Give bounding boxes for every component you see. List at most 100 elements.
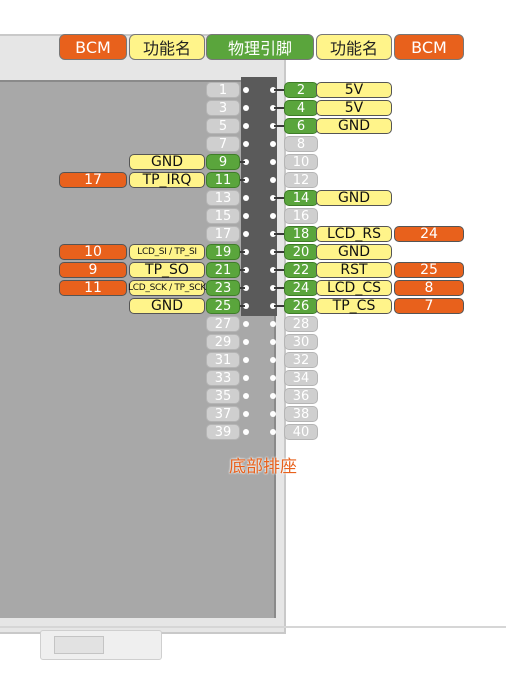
bcm-label-pin-26: 7 xyxy=(394,298,464,314)
bcm-label-pin-11: 17 xyxy=(59,172,127,188)
function-label-pin-26: TP_CS xyxy=(316,298,392,314)
pin-30-contact xyxy=(270,339,276,345)
pin-4-lead xyxy=(274,107,284,109)
header-function-right: 功能名 xyxy=(316,34,392,60)
pin-6: 6 xyxy=(284,118,318,134)
pin-32-contact xyxy=(270,357,276,363)
pin-28-contact xyxy=(270,321,276,327)
pin-16-contact xyxy=(270,213,276,219)
pin-17-contact xyxy=(243,231,249,237)
pin-36-contact xyxy=(270,393,276,399)
pin-2: 2 xyxy=(284,82,318,98)
pin-20-contact xyxy=(270,249,276,255)
function-label-pin-18: LCD_RS xyxy=(316,226,392,242)
function-label-pin-9: GND xyxy=(129,154,205,170)
pin-23: 23 xyxy=(206,280,240,296)
pin-15: 15 xyxy=(206,208,240,224)
pin-36: 36 xyxy=(284,388,318,404)
pin-12: 12 xyxy=(284,172,318,188)
pin-14: 14 xyxy=(284,190,318,206)
pin-8-contact xyxy=(270,141,276,147)
pin-11-contact xyxy=(243,177,249,183)
function-label-pin-22: RST xyxy=(316,262,392,278)
pin-35-contact xyxy=(243,393,249,399)
pin-25-lead xyxy=(240,305,245,307)
bcm-label-pin-22: 25 xyxy=(394,262,464,278)
function-label-pin-20: GND xyxy=(316,244,392,260)
pin-20: 20 xyxy=(284,244,318,260)
pin-11: 11 xyxy=(206,172,240,188)
pin-13-contact xyxy=(243,195,249,201)
pin-7: 7 xyxy=(206,136,240,152)
pin-26-contact xyxy=(270,303,276,309)
pin-29-contact xyxy=(243,339,249,345)
pin-21-lead xyxy=(240,269,245,271)
bcm-label-pin-23: 11 xyxy=(59,280,127,296)
bcm-label-pin-21: 9 xyxy=(59,262,127,278)
pin-6-lead xyxy=(274,125,284,127)
pin-26-lead xyxy=(274,305,284,307)
pin-28: 28 xyxy=(284,316,318,332)
pin-18-lead xyxy=(274,233,284,235)
pin-12-contact xyxy=(270,177,276,183)
pin-38-contact xyxy=(270,411,276,417)
pin-16: 16 xyxy=(284,208,318,224)
function-label-pin-19: LCD_SI / TP_SI xyxy=(129,244,205,260)
pin-37-contact xyxy=(243,411,249,417)
pin-40: 40 xyxy=(284,424,318,440)
function-label-pin-25: GND xyxy=(129,298,205,314)
pin-22-contact xyxy=(270,267,276,273)
pin-40-contact xyxy=(270,429,276,435)
pin-10-contact xyxy=(270,159,276,165)
pin-26: 26 xyxy=(284,298,318,314)
pin-35: 35 xyxy=(206,388,240,404)
bcm-label-pin-24: 8 xyxy=(394,280,464,296)
pin-7-contact xyxy=(243,141,249,147)
pin-21: 21 xyxy=(206,262,240,278)
pin-33: 33 xyxy=(206,370,240,386)
pin-25-contact xyxy=(243,303,249,309)
board-bottom-edge xyxy=(0,626,506,628)
pin-1-contact xyxy=(243,87,249,93)
header-function-left: 功能名 xyxy=(129,34,205,60)
header-physical-pin: 物理引脚 xyxy=(206,34,314,60)
pin-2-lead xyxy=(274,89,284,91)
header-bcm-left: BCM xyxy=(59,34,127,60)
function-label-pin-14: GND xyxy=(316,190,392,206)
pin-18: 18 xyxy=(284,226,318,242)
pin-1: 1 xyxy=(206,82,240,98)
pin-22-lead xyxy=(274,269,284,271)
pin-9-contact xyxy=(243,159,249,165)
pin-6-contact xyxy=(270,123,276,129)
pin-38: 38 xyxy=(284,406,318,422)
pin-31-contact xyxy=(243,357,249,363)
pin-19-contact xyxy=(243,249,249,255)
pin-13: 13 xyxy=(206,190,240,206)
pin-10: 10 xyxy=(284,154,318,170)
bcm-label-pin-18: 24 xyxy=(394,226,464,242)
pin-24-lead xyxy=(274,287,284,289)
pin-34: 34 xyxy=(284,370,318,386)
function-label-pin-6: GND xyxy=(316,118,392,134)
pin-25: 25 xyxy=(206,298,240,314)
pin-9: 9 xyxy=(206,154,240,170)
pin-3-contact xyxy=(243,105,249,111)
pin-8: 8 xyxy=(284,136,318,152)
function-label-pin-21: TP_SO xyxy=(129,262,205,278)
pin-33-contact xyxy=(243,375,249,381)
pin-32: 32 xyxy=(284,352,318,368)
pin-29: 29 xyxy=(206,334,240,350)
function-label-pin-11: TP_IRQ xyxy=(129,172,205,188)
function-label-pin-2: 5V xyxy=(316,82,392,98)
pin-21-contact xyxy=(243,267,249,273)
pin-2-contact xyxy=(270,87,276,93)
function-label-pin-24: LCD_CS xyxy=(316,280,392,296)
bottom-header-label: 底部排座 xyxy=(229,457,297,477)
pin-23-contact xyxy=(243,285,249,291)
pin-39-contact xyxy=(243,429,249,435)
pin-37: 37 xyxy=(206,406,240,422)
pin-23-lead xyxy=(240,287,245,289)
pin-11-lead xyxy=(240,179,245,181)
pin-27-contact xyxy=(243,321,249,327)
pin-22: 22 xyxy=(284,262,318,278)
